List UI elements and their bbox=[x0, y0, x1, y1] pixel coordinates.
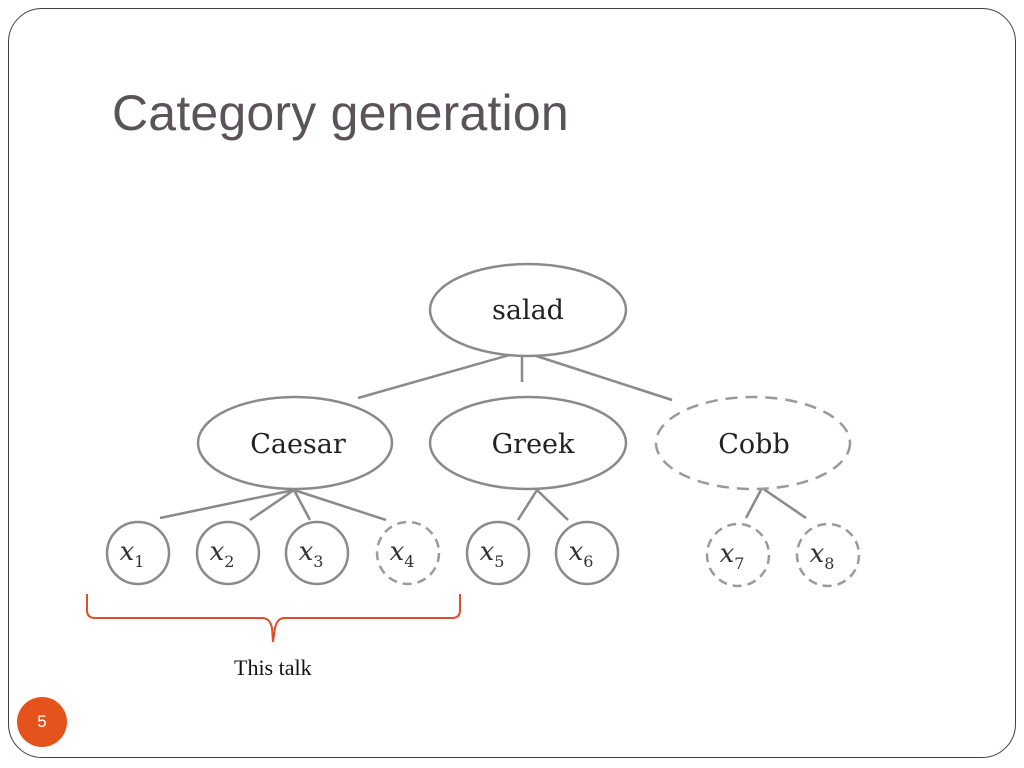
svg-text:x6: x6 bbox=[569, 537, 594, 571]
node-caesar: Caesar bbox=[196, 395, 394, 491]
edge-greek-x5 bbox=[516, 489, 539, 521]
node-greek-label: Greek bbox=[492, 429, 575, 460]
edge-caesar-x2 bbox=[249, 488, 295, 522]
page-number-badge: 5 bbox=[17, 697, 67, 747]
svg-text:x4: x4 bbox=[390, 537, 415, 571]
leaf-x1-var: x bbox=[120, 537, 135, 567]
leaf-x5: x5 bbox=[465, 520, 531, 586]
edge-greek-x6 bbox=[536, 489, 569, 521]
leaf-x8-sub: 8 bbox=[824, 554, 834, 573]
edge-caesar-x4 bbox=[293, 488, 387, 522]
svg-text:x2: x2 bbox=[210, 537, 235, 571]
leaf-x6-sub: 6 bbox=[583, 552, 593, 571]
leaf-x4-sub: 4 bbox=[404, 552, 414, 571]
edge-cobb-x8 bbox=[761, 486, 807, 520]
leaf-x6: x6 bbox=[554, 520, 620, 586]
leaf-x5-sub: 5 bbox=[494, 552, 504, 571]
leaf-x4: x4 bbox=[375, 520, 441, 586]
svg-text:x5: x5 bbox=[480, 537, 505, 571]
leaf-x8-var: x bbox=[810, 539, 825, 569]
edge-salad-cobb bbox=[523, 350, 673, 402]
leaf-x1: x1 bbox=[105, 520, 171, 586]
leaf-x3: x3 bbox=[284, 520, 350, 586]
edge-caesar-x3 bbox=[292, 489, 312, 521]
leaf-x8: x8 bbox=[795, 522, 861, 588]
leaf-x4-var: x bbox=[390, 537, 405, 567]
svg-text:x3: x3 bbox=[299, 537, 324, 571]
leaf-x2-sub: 2 bbox=[224, 552, 234, 571]
node-greek: Greek bbox=[428, 395, 628, 491]
slide-frame bbox=[8, 8, 1016, 758]
edge-salad-caesar bbox=[357, 350, 521, 400]
edge-caesar-x1 bbox=[159, 488, 295, 520]
svg-text:x7: x7 bbox=[720, 539, 745, 573]
node-cobb-label: Cobb bbox=[718, 429, 789, 460]
leaf-x3-sub: 3 bbox=[313, 552, 323, 571]
edge-cobb-x7 bbox=[744, 487, 764, 519]
leaf-x5-var: x bbox=[480, 537, 495, 567]
leaf-x1-sub: 1 bbox=[134, 552, 144, 571]
leaf-x3-var: x bbox=[299, 537, 314, 567]
brace-bracket bbox=[86, 594, 461, 643]
svg-text:x8: x8 bbox=[810, 539, 835, 573]
svg-text:x1: x1 bbox=[120, 537, 145, 571]
node-salad: salad bbox=[428, 262, 628, 358]
this-talk-label: This talk bbox=[234, 655, 312, 680]
slide-title: Category generation bbox=[112, 85, 569, 141]
leaf-x2: x2 bbox=[195, 520, 261, 586]
leaf-x7-sub: 7 bbox=[734, 554, 744, 573]
node-caesar-label: Caesar bbox=[250, 429, 346, 460]
leaf-x2-var: x bbox=[210, 537, 225, 567]
leaf-x7: x7 bbox=[705, 522, 771, 588]
node-salad-label: salad bbox=[492, 295, 564, 326]
node-cobb: Cobb bbox=[654, 395, 852, 491]
leaf-x6-var: x bbox=[569, 537, 584, 567]
leaf-x7-var: x bbox=[720, 539, 735, 569]
